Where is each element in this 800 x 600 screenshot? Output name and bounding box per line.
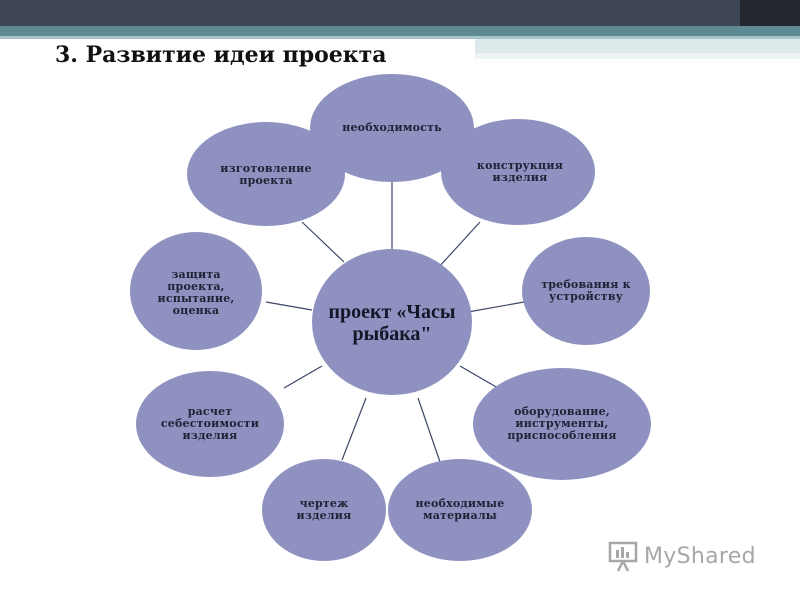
connector-design (437, 221, 481, 269)
presentation-board-icon (608, 541, 638, 572)
node-production (187, 122, 345, 226)
node-shapes (130, 74, 651, 561)
node-label-materials: необходимые материалы (415, 497, 505, 522)
connector-drawing (341, 397, 367, 461)
node-label-design: конструкция изделия (476, 159, 564, 184)
header-light-stripe (0, 36, 800, 39)
node-label-requirements: требования к устройству (541, 278, 631, 303)
connector-costing (283, 365, 323, 389)
watermark-logo: MyShared (608, 538, 768, 574)
connector-defense (265, 301, 313, 311)
node-label-defense: защита проекта, испытание, оценка (157, 268, 235, 317)
connector-equipment (459, 365, 499, 389)
node-materials (388, 459, 532, 561)
header-pale-strip-2 (475, 53, 800, 59)
watermark-text: MyShared (644, 543, 756, 569)
node-drawing (262, 459, 386, 561)
node-requirements (522, 237, 650, 345)
header-banner (0, 0, 800, 26)
node-design (441, 119, 595, 225)
header-pale-strip (475, 39, 800, 53)
node-label-equipment: оборудование, инструменты, приспособлени… (507, 405, 617, 442)
connector-requirements (467, 301, 525, 313)
header-teal-stripe (0, 26, 800, 36)
node-label-drawing: чертеж изделия (296, 497, 352, 522)
node-label-production: изготовление проекта (220, 162, 312, 187)
node-need (310, 74, 474, 182)
connectors (265, 182, 525, 463)
header-banner-dark-end (740, 0, 800, 26)
node-costing (136, 371, 284, 477)
center-node-label: проект «Часы рыбака" (328, 301, 456, 345)
node-label-need: необходимость (342, 121, 442, 134)
node-label-costing: расчет себестоимости изделия (160, 405, 260, 442)
connector-materials (417, 397, 441, 463)
center-node (312, 249, 472, 395)
page-title: 3. Развитие идеи проекта (55, 42, 387, 68)
node-defense (130, 232, 262, 350)
node-equipment (473, 368, 651, 480)
connector-production (301, 221, 345, 263)
